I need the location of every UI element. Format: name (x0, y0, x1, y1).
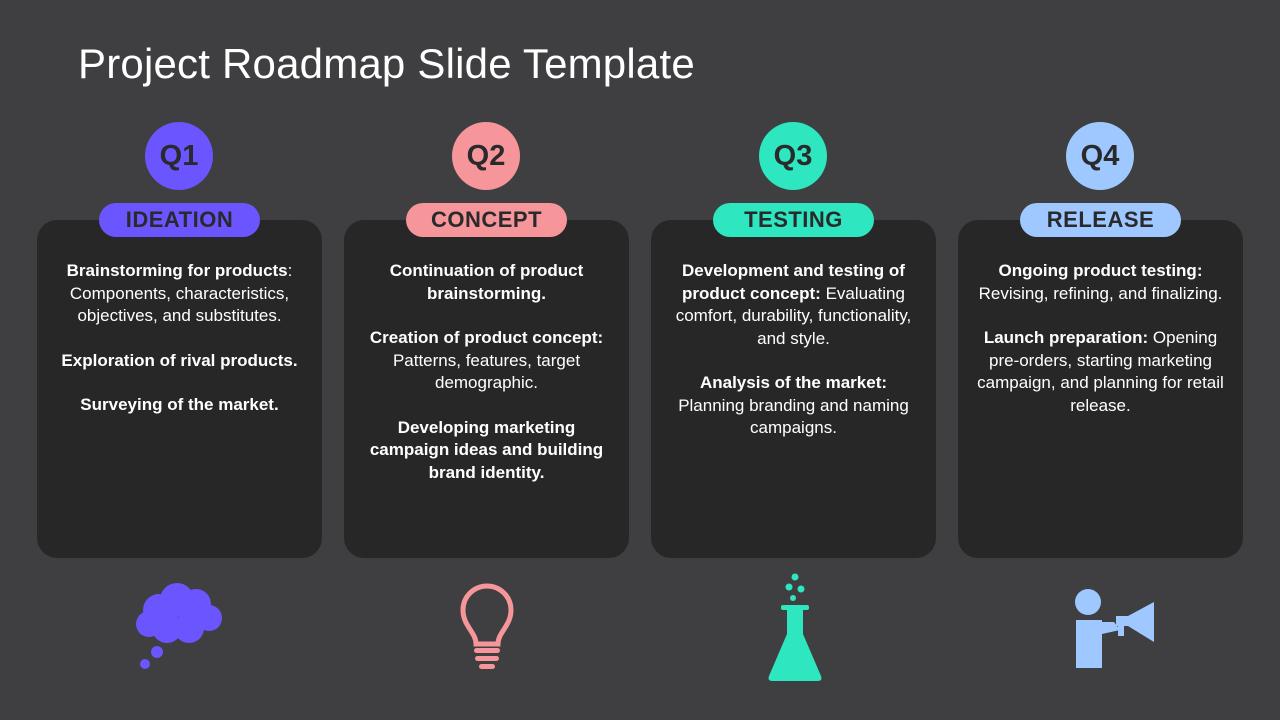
column-q4: Q4 RELEASE Ongoing product testing: Revi… (958, 0, 1243, 720)
quarter-badge-q4: Q4 (1066, 122, 1134, 190)
quarter-badge-q2: Q2 (452, 122, 520, 190)
card-content-q4: Ongoing product testing: Revising, refin… (974, 260, 1227, 439)
paragraph: Brainstorming for products: Components, … (66, 261, 293, 325)
paragraph: Ongoing product testing: Revising, refin… (978, 261, 1223, 303)
phase-pill-ideation: IDEATION (99, 203, 260, 237)
paragraph: Creation of product concept: Patterns, f… (369, 328, 604, 392)
card-q2 (344, 220, 629, 558)
paragraph: Surveying of the market. (80, 395, 279, 414)
column-q3: Q3 TESTING Development and testing of pr… (651, 0, 936, 720)
megaphone-icon (1075, 589, 1154, 668)
card-content-q3: Development and testing of product conce… (667, 260, 920, 462)
phase-pill-testing: TESTING (713, 203, 874, 237)
phase-pill-concept: CONCEPT (406, 203, 567, 237)
thought-cloud-icon (136, 583, 222, 669)
paragraph: Exploration of rival products. (61, 350, 298, 370)
card-q1 (37, 220, 322, 558)
paragraph: Continuation of product brainstorming. (389, 261, 584, 303)
slide-title: Project Roadmap Slide Template (78, 40, 695, 87)
phase-pill-release: RELEASE (1020, 203, 1181, 237)
paragraph: Launch preparation: Opening pre-orders, … (977, 328, 1224, 415)
quarter-badge-q3: Q3 (759, 122, 827, 190)
card-q4 (958, 220, 1243, 558)
column-q1: Q1 IDEATION Brainstorming for products: … (37, 0, 322, 720)
card-content-q2: Continuation of product brainstorming. C… (360, 260, 613, 506)
column-q2: Q2 CONCEPT Continuation of product brain… (344, 0, 629, 720)
flask-icon (768, 573, 822, 681)
quarter-badge-q1: Q1 (145, 122, 213, 190)
card-content-q1: Brainstorming for products: Components, … (53, 260, 306, 439)
paragraph: Development and testing of product conce… (675, 261, 912, 348)
paragraph: Analysis of the market: Planning brandin… (678, 373, 909, 437)
card-q3 (651, 220, 936, 558)
lightbulb-icon (460, 583, 514, 669)
paragraph: Developing marketing campaign ideas and … (369, 417, 604, 482)
